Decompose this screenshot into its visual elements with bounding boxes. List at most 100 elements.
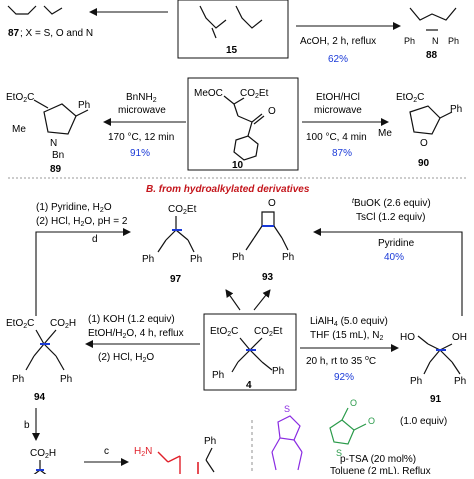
label-10: 10: [232, 160, 244, 171]
eto2c-4: EtO2C: [210, 326, 238, 338]
cond-89-reagent-main: BnNH: [126, 92, 153, 103]
structure-93: [245, 211, 289, 251]
structure-4: [231, 337, 273, 373]
me-89: Me: [12, 124, 26, 135]
ho-91: HO: [400, 332, 415, 343]
cond-94-line2-main: EtOH/H: [88, 328, 122, 339]
ph-chain: Ph: [204, 436, 216, 447]
ph-88-right: Ph: [448, 36, 459, 46]
cond-88-line1: AcOH, 2 h, reflux: [300, 36, 376, 47]
cond-94-line2-tail: O, 4 h, reflux: [126, 328, 183, 339]
cond-91-line1-main: LiAlH: [310, 316, 334, 327]
cond-93-line1: tBuOK (2.6 equiv): [352, 198, 431, 209]
structure-89: [33, 99, 89, 135]
bn-89: Bn: [52, 150, 64, 161]
cond-97-line2-tail: O, pH = 2: [84, 216, 128, 227]
cond-93-line2: TsCl (1.2 equiv): [356, 212, 425, 223]
cond-89-reagent-sub: 2: [153, 97, 157, 104]
ph-94-right: Ph: [60, 374, 72, 385]
s-green: S: [336, 448, 342, 458]
ptsa-note: p-TSA (20 mol%): [340, 454, 416, 465]
structure-red-amine: [157, 451, 181, 474]
o-10: O: [268, 106, 276, 117]
cond-97-line1-tail: O: [104, 202, 112, 213]
label-88: 88: [426, 50, 438, 61]
label-91: 91: [430, 394, 442, 405]
structure-90: [409, 105, 453, 135]
label-94: 94: [34, 392, 46, 403]
cond-90-line3: 100 °C, 4 min: [306, 132, 367, 143]
arrow-94-to-97: [35, 228, 131, 316]
ome-green-1: O: [350, 398, 357, 408]
cond-91-yield: 92%: [334, 372, 354, 383]
co2h-94: CO2H: [50, 318, 76, 330]
cond-91-line3-tail: C: [369, 356, 376, 367]
s-purple: S: [284, 404, 290, 414]
cond-91-line3-main: 20 h, rt to 35: [306, 356, 365, 367]
cond-97-line2-main: (2) HCl, H: [36, 216, 80, 227]
arrow-4-to-97-diag: [225, 289, 241, 311]
co2et-97: CO2Et: [168, 204, 197, 216]
structure-94: [25, 329, 65, 371]
cond-94-line2: EtOH/H2O, 4 h, reflux: [88, 328, 184, 340]
label-89: 89: [50, 164, 62, 175]
box-10: [187, 77, 299, 171]
step-c: c: [104, 446, 109, 457]
ph-89: Ph: [78, 100, 90, 111]
cond-89-reagent: BnNH2: [126, 92, 157, 104]
cond-93-t: t: [352, 198, 355, 205]
cond-91-line3: 20 h, rt to 35 oC: [306, 355, 376, 367]
co2et-10: CO2Et: [240, 88, 269, 100]
step-b: b: [24, 420, 30, 431]
cond-89-line2: microwave: [118, 105, 166, 116]
arrow-4-to-93: [313, 228, 463, 316]
ph-90: Ph: [450, 104, 462, 115]
cond-93-yield: 40%: [384, 252, 404, 263]
ph-4-right: Ph: [272, 366, 284, 377]
cond-91-line1: LiAlH4 (5.0 equiv): [310, 316, 388, 328]
o-90: O: [420, 138, 428, 149]
ph-94-left: Ph: [12, 374, 24, 385]
cond-91-line2-main: THF (15 mL), N: [310, 330, 379, 341]
label-90: 90: [418, 158, 430, 169]
equiv-note: (1.0 equiv): [400, 416, 447, 427]
structure-15: [199, 5, 263, 39]
ph-93-right: Ph: [282, 252, 294, 263]
cond-97-line2: (2) HCl, H2O, pH = 2: [36, 216, 128, 228]
structure-88: [409, 7, 457, 31]
cond-94-line1: (1) KOH (1.2 equiv): [88, 314, 175, 325]
n-88: N: [432, 36, 439, 46]
box-15: [177, 0, 289, 59]
meoc-10: MeOC: [194, 88, 223, 99]
ph-97-left: Ph: [142, 254, 154, 265]
structure-10: [223, 95, 265, 161]
eto2c-90: EtO2C: [396, 92, 424, 104]
o-93: O: [268, 198, 276, 209]
structure-bottom-acid: [31, 460, 49, 477]
structure-green-thiophene: [329, 407, 367, 445]
co2h-bottom: CO2H: [30, 448, 56, 460]
ph-88-left: Ph: [404, 36, 415, 46]
ph-93-left: Ph: [232, 252, 244, 263]
section-b-title: B. from hydroalkylated derivatives: [146, 184, 310, 195]
structure-ph-chain: [205, 447, 215, 473]
eto2c-94: EtO2C: [6, 318, 34, 330]
cond-93-line3: Pyridine: [378, 238, 415, 249]
ph-91-right: Ph: [454, 376, 466, 387]
n-89: N: [50, 138, 57, 149]
structure-purple-macrocycle: [271, 415, 303, 471]
ph-4-left: Ph: [212, 370, 224, 381]
cond-97-letter: d: [92, 234, 98, 245]
cond-93-line1-main: BuOK (2.6 equiv): [354, 198, 431, 209]
cond-89-line3: 170 °C, 12 min: [108, 132, 174, 143]
cond-90-line1: EtOH/HCl: [316, 92, 360, 103]
cond-94-line3-tail: O: [146, 352, 154, 363]
eto2c-89: EtO2C: [6, 92, 34, 104]
co2et-4: CO2Et: [254, 326, 283, 338]
cond-91-line2: THF (15 mL), N2: [310, 330, 383, 342]
ome-green-2: O: [368, 416, 375, 426]
me-90: Me: [378, 128, 392, 139]
label-87: 87: [8, 28, 20, 39]
structure-87: [7, 5, 63, 15]
